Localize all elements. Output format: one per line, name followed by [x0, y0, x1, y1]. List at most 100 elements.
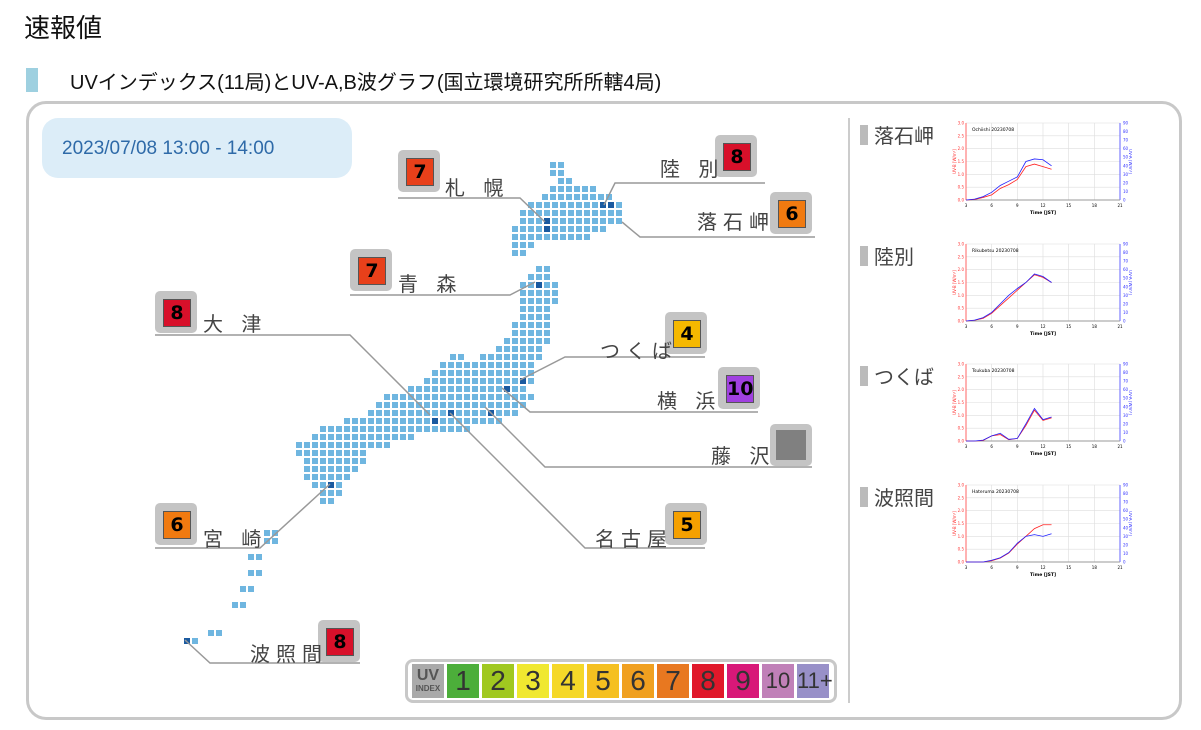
y-tick-label: 2.0 [958, 146, 965, 151]
legend-level-11: 11+ [797, 664, 833, 698]
map-dot [520, 330, 526, 336]
legend-level-8: 8 [692, 664, 724, 698]
map-dot [542, 194, 548, 200]
map-dot [528, 234, 534, 240]
map-dot [520, 402, 526, 408]
map-dot [600, 226, 606, 232]
y2-tick-label: 50 [1123, 155, 1129, 160]
map-dot [448, 362, 454, 368]
map-dot [344, 458, 350, 464]
map-dot [328, 490, 334, 496]
uv-panel-frame [26, 101, 1182, 720]
map-dot [440, 418, 446, 424]
map-dot [520, 314, 526, 320]
x-tick-label: 15 [1066, 444, 1072, 449]
map-dot [472, 370, 478, 376]
map-dot [520, 210, 526, 216]
map-dot [512, 234, 518, 240]
map-dot [320, 466, 326, 472]
y-tick-label: 0.0 [958, 198, 965, 203]
x-tick-label: 9 [1016, 444, 1019, 449]
x-tick-label: 6 [990, 565, 993, 570]
map-dot [512, 378, 518, 384]
map-dot [512, 394, 518, 400]
chart-station-label: 波照間 [860, 482, 934, 511]
map-dot [384, 442, 390, 448]
map-dot [480, 354, 486, 360]
map-dot [528, 290, 534, 296]
map-dot [616, 202, 622, 208]
map-dot [448, 370, 454, 376]
map-dot [480, 362, 486, 368]
uv-badge: 7 [350, 249, 392, 291]
map-dot [336, 466, 342, 472]
map-dot [512, 338, 518, 344]
legend-level-4: 4 [552, 664, 584, 698]
y2-tick-label: 60 [1123, 508, 1129, 513]
map-dot [552, 210, 558, 216]
map-dot [480, 386, 486, 392]
map-dot [536, 282, 542, 288]
map-dot [328, 474, 334, 480]
x-axis-label: Time [JST] [1030, 572, 1056, 578]
map-dot [616, 218, 622, 224]
uv-badge: 8 [318, 620, 360, 662]
map-dot [376, 426, 382, 432]
map-dot [584, 202, 590, 208]
map-dot [558, 162, 564, 168]
map-dot [552, 226, 558, 232]
map-dot [608, 210, 614, 216]
uvb-series-line [965, 163, 1052, 201]
map-dot [536, 266, 542, 272]
station-leader-line [398, 197, 546, 223]
map-dot [488, 354, 494, 360]
map-dot [328, 458, 334, 464]
map-dot [312, 458, 318, 464]
y-axis-label: UV-B [W/m²] [952, 390, 957, 415]
map-dot [536, 346, 542, 352]
map-dot [576, 234, 582, 240]
map-dot [488, 370, 494, 376]
map-dot [360, 458, 366, 464]
map-dot [544, 338, 550, 344]
map-dot [464, 362, 470, 368]
map-dot [312, 434, 318, 440]
map-dot [574, 186, 580, 192]
map-dot [432, 394, 438, 400]
page-title: 速報値 [24, 14, 103, 44]
map-dot [320, 426, 326, 432]
map-dot [424, 426, 430, 432]
y-tick-label: 1.0 [958, 293, 965, 298]
y2-tick-label: 20 [1123, 421, 1129, 426]
y2-tick-label: 80 [1123, 250, 1129, 255]
map-dot [528, 282, 534, 288]
map-dot [472, 402, 478, 408]
map-dot [456, 426, 462, 432]
map-dot [352, 466, 358, 472]
map-dot [336, 474, 342, 480]
map-dot [504, 354, 510, 360]
x-axis-label: Time [JST] [1030, 210, 1056, 216]
map-dot [248, 586, 254, 592]
uv-badge: 8 [155, 291, 197, 333]
map-dot [458, 354, 464, 360]
uva-series-line [966, 533, 1052, 563]
map-dot [520, 346, 526, 352]
map-dot [528, 346, 534, 352]
map-dot [520, 306, 526, 312]
map-dot [256, 554, 262, 560]
map-dot [440, 386, 446, 392]
map-dot [328, 466, 334, 472]
map-dot [566, 194, 572, 200]
y2-axis-label: UV-A [W/m²] [1128, 390, 1132, 415]
map-dot [344, 434, 350, 440]
x-tick-label: 3 [965, 565, 968, 570]
map-dot [344, 474, 350, 480]
station-leader-line [603, 182, 765, 206]
map-dot [240, 586, 246, 592]
uv-value: 10 [726, 375, 754, 403]
uv-badge: 6 [770, 192, 812, 234]
map-dot [504, 346, 510, 352]
map-dot [584, 218, 590, 224]
